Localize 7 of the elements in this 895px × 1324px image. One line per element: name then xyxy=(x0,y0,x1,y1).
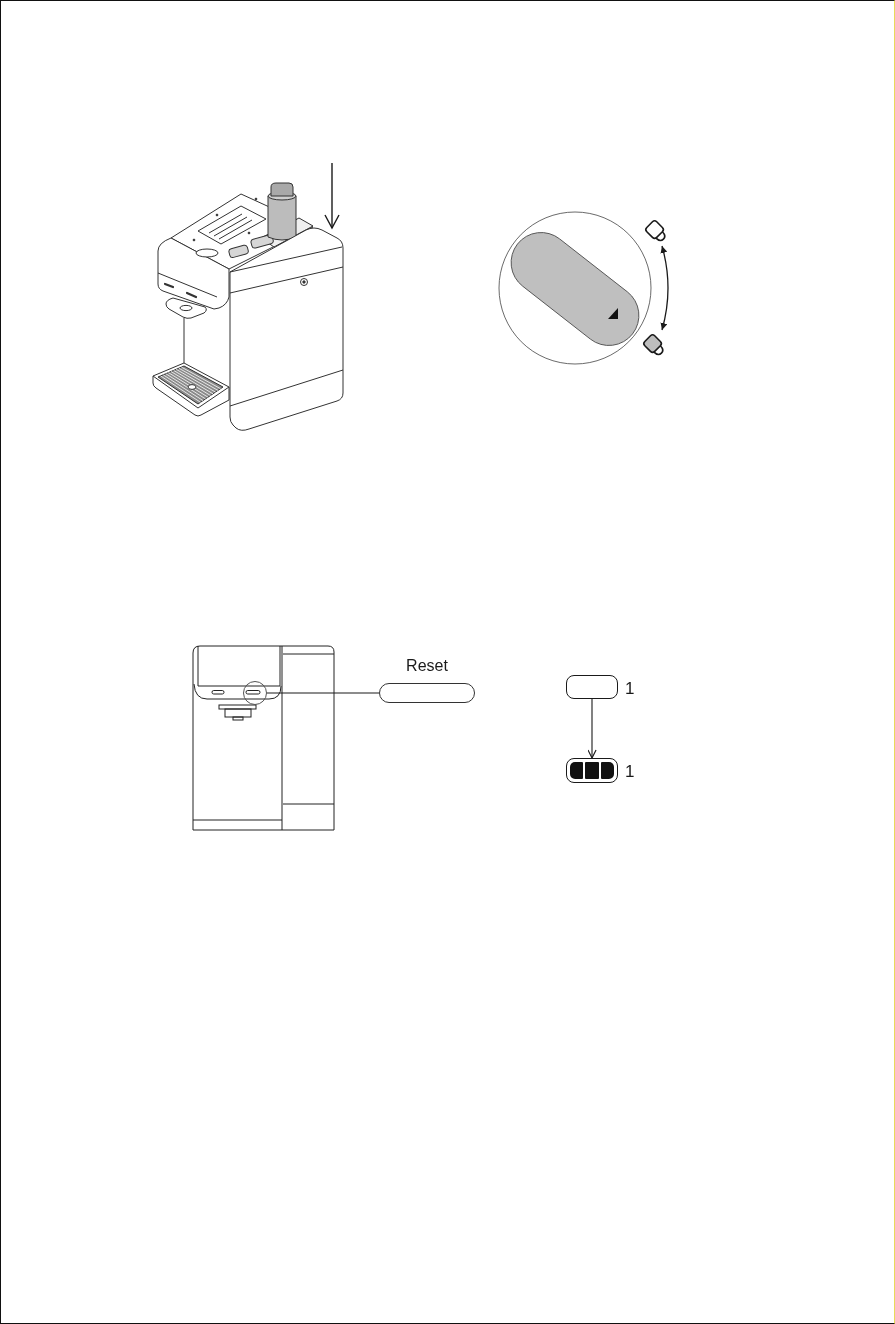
leader-line xyxy=(266,692,380,694)
indicator-light xyxy=(566,758,618,783)
arrow xyxy=(587,698,597,759)
button-label: Reset xyxy=(406,656,448,676)
indicator-light xyxy=(566,675,618,699)
indicator-number: 1 xyxy=(625,763,635,780)
indicator-number: 1 xyxy=(625,680,635,697)
